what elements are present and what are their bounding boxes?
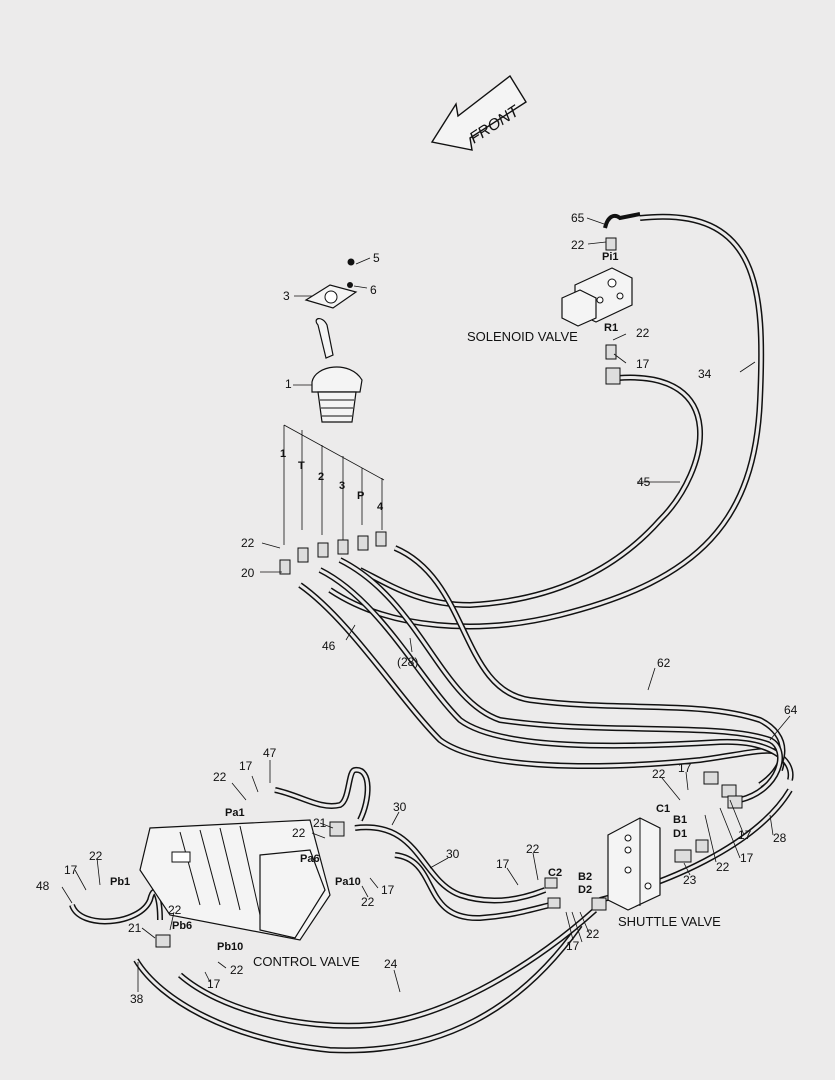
callout-22-c1: 22 bbox=[652, 767, 666, 781]
callout-22-d2: 22 bbox=[586, 927, 600, 941]
port-c1: C1 bbox=[656, 803, 670, 815]
callout-22-pb6: 22 bbox=[168, 903, 182, 917]
hose-45 bbox=[358, 374, 704, 609]
callout-22-joystick: 22 bbox=[241, 536, 255, 550]
port-d1: D1 bbox=[673, 828, 687, 840]
front-arrow: FRONT bbox=[430, 74, 527, 151]
callout-17-c2: 17 bbox=[496, 857, 510, 871]
hose-24 bbox=[178, 907, 598, 1029]
callout-64: 64 bbox=[784, 703, 798, 717]
hose-46 bbox=[298, 582, 785, 771]
callout-6: 6 bbox=[370, 283, 377, 297]
port-d2: D2 bbox=[578, 884, 592, 896]
callout-17-d2: 17 bbox=[566, 939, 580, 953]
caption-shuttle-valve: SHUTTLE VALVE bbox=[618, 914, 721, 929]
port-joystick-t: T bbox=[298, 460, 305, 472]
leaders bbox=[61, 217, 791, 993]
callout-17-pa1: 17 bbox=[239, 759, 253, 773]
callout-28-paren: (28) bbox=[397, 655, 418, 669]
callout-30-lower: 30 bbox=[446, 847, 460, 861]
joystick bbox=[279, 258, 387, 575]
callout-17-d1: 17 bbox=[740, 851, 754, 865]
callout-17-pb1: 17 bbox=[64, 863, 78, 877]
port-joystick-4: 4 bbox=[377, 501, 384, 513]
hose-48 bbox=[69, 888, 163, 925]
callout-17-c1: 17 bbox=[678, 761, 692, 775]
hose-47 bbox=[274, 767, 371, 822]
port-pa1: Pa1 bbox=[225, 807, 245, 819]
callout-3: 3 bbox=[283, 289, 290, 303]
hose-64 bbox=[338, 557, 783, 803]
hose-30-b bbox=[394, 852, 551, 922]
callout-20: 20 bbox=[241, 566, 255, 580]
hose-62 bbox=[393, 545, 786, 788]
control-valve bbox=[139, 819, 345, 948]
hose-38 bbox=[133, 923, 583, 1054]
port-r1: R1 bbox=[604, 322, 618, 334]
callout-28: 28 bbox=[773, 831, 787, 845]
port-joystick-2: 2 bbox=[318, 471, 324, 483]
callout-23: 23 bbox=[683, 873, 697, 887]
callout-17-b1: 17 bbox=[738, 828, 752, 842]
port-b2: B2 bbox=[578, 871, 592, 883]
port-pa6: Pa6 bbox=[300, 853, 320, 865]
callout-22-r1: 22 bbox=[636, 326, 650, 340]
callout-17-r1: 17 bbox=[636, 357, 650, 371]
port-c2: C2 bbox=[548, 867, 562, 879]
port-pb10: Pb10 bbox=[217, 941, 243, 953]
callout-17-pb10: 17 bbox=[207, 977, 221, 991]
callout-22-pi1: 22 bbox=[571, 238, 585, 252]
callout-22-d1: 22 bbox=[716, 860, 730, 874]
callout-62: 62 bbox=[657, 656, 671, 670]
shuttle-valve bbox=[544, 771, 743, 911]
callout-34: 34 bbox=[698, 367, 712, 381]
callout-22-pb1: 22 bbox=[89, 849, 103, 863]
port-b1: B1 bbox=[673, 814, 687, 826]
hose-34 bbox=[328, 213, 765, 630]
callout-21-pb6: 21 bbox=[128, 921, 142, 935]
callout-38: 38 bbox=[130, 992, 144, 1006]
callout-17-pa10: 17 bbox=[381, 883, 395, 897]
callout-30-upper: 30 bbox=[393, 800, 407, 814]
hose-28-upper bbox=[318, 567, 794, 781]
solenoid-valve bbox=[561, 212, 641, 385]
callout-65: 65 bbox=[571, 211, 585, 225]
callout-47: 47 bbox=[263, 746, 277, 760]
callout-22-pa10: 22 bbox=[361, 895, 375, 909]
port-pb1: Pb1 bbox=[110, 876, 130, 888]
port-pb6: Pb6 bbox=[172, 920, 192, 932]
callout-22-pa6: 22 bbox=[292, 826, 306, 840]
callout-1: 1 bbox=[285, 377, 292, 391]
callout-22-pa1: 22 bbox=[213, 770, 227, 784]
port-joystick-3: 3 bbox=[339, 480, 345, 492]
hose-30-a bbox=[354, 824, 547, 904]
caption-control-valve: CONTROL VALVE bbox=[253, 954, 360, 969]
port-joystick-p: P bbox=[357, 490, 364, 502]
callout-5: 5 bbox=[373, 251, 380, 265]
callout-22-c2: 22 bbox=[526, 842, 540, 856]
port-joystick-1: 1 bbox=[280, 448, 286, 460]
callout-22-pb10: 22 bbox=[230, 963, 244, 977]
callout-46: 46 bbox=[322, 639, 336, 653]
callout-45: 45 bbox=[637, 475, 651, 489]
callout-48: 48 bbox=[36, 879, 50, 893]
callout-21-pa6: 21 bbox=[313, 816, 327, 830]
callout-24: 24 bbox=[384, 957, 398, 971]
port-pi1: Pi1 bbox=[602, 251, 619, 263]
caption-solenoid-valve: SOLENOID VALVE bbox=[467, 329, 578, 344]
port-pa10: Pa10 bbox=[335, 876, 361, 888]
